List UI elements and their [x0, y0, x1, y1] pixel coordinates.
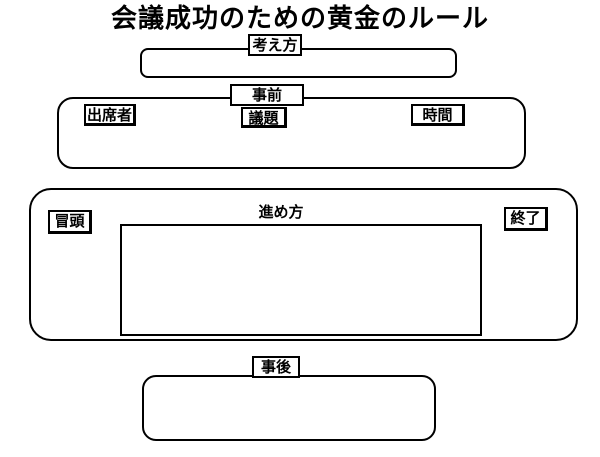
jigo-label: 事後 [252, 356, 300, 378]
worksheet-title: 会議成功のための黄金のルール [110, 4, 489, 34]
susumekata-inner-box[interactable] [120, 224, 482, 336]
jigo-box[interactable] [142, 375, 436, 441]
jizen-item-time: 時間 [411, 104, 465, 126]
jizen-item-agenda: 議題 [241, 107, 287, 128]
susumekata-box [29, 188, 578, 341]
susumekata-label: 進め方 [258, 203, 304, 221]
jizen-item-attendees: 出席者 [84, 104, 136, 126]
susumekata-start-label: 冒頭 [48, 210, 92, 234]
jizen-label: 事前 [230, 84, 304, 106]
kangaekata-label: 考え方 [248, 34, 302, 56]
susumekata-end-label: 終了 [504, 207, 548, 231]
